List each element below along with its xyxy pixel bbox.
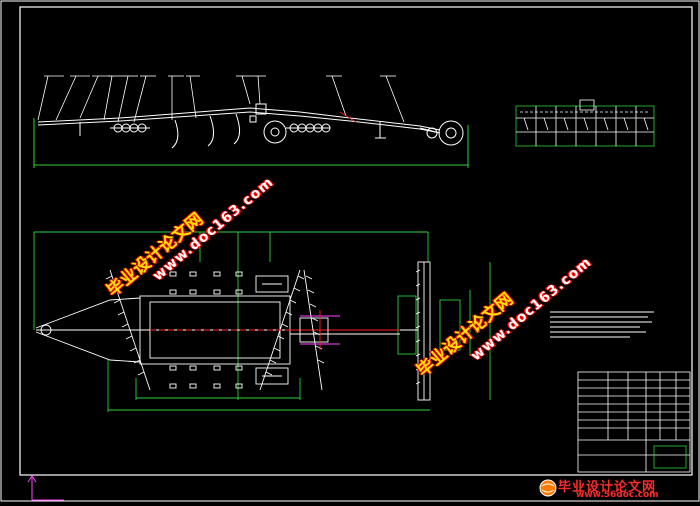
technical-notes [550, 311, 654, 338]
ucs-axis-icon [27, 475, 64, 501]
part-leaders-side [37, 75, 405, 123]
brand-name: 毕业设计论文网 [558, 480, 657, 495]
side-view [33, 103, 469, 168]
brand-url: www.56doc.com [576, 490, 659, 500]
globe-logo-icon [539, 479, 557, 497]
brand-badge: 毕业设计论文网 www.56doc.com [534, 476, 698, 500]
title-block [577, 371, 691, 473]
front-view [515, 99, 655, 147]
plan-view [33, 231, 491, 412]
inner-frame [19, 6, 693, 476]
